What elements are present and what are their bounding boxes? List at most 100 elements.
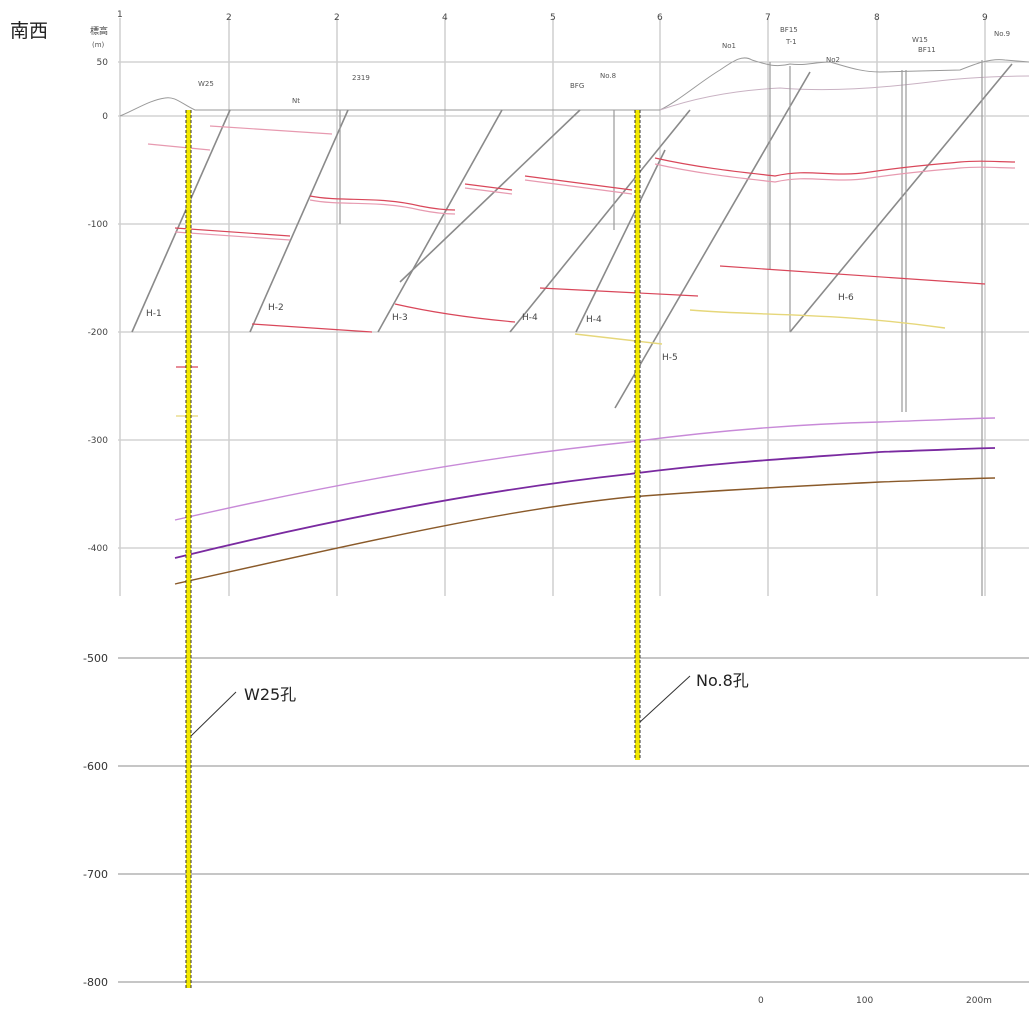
callout-no8: No.8孔 — [639, 671, 749, 723]
fault-label-h4b: H-4 — [586, 315, 602, 325]
fault-h4 — [509, 109, 691, 333]
boreholes-upper — [339, 60, 983, 596]
section-label-2: 2 — [226, 13, 232, 23]
borehole-label-w15: W15 — [912, 36, 928, 44]
borehole-w25-fill — [186, 110, 191, 988]
scale-label-200: 200m — [966, 996, 992, 1006]
borehole-label-w25: W25 — [198, 80, 214, 88]
borehole-no8-fill — [635, 110, 640, 760]
borehole-label-no1: No1 — [722, 42, 736, 50]
borehole-label-no9: No.9 — [994, 30, 1010, 38]
tick-minus-500: -500 — [83, 652, 108, 665]
horizon-red-h1b — [174, 231, 291, 241]
elevation-gridlines-lower — [118, 657, 1029, 983]
fault-label-group: H-1 H-2 H-3 H-4 H-4 H-5 H-6 — [146, 293, 854, 363]
borehole-label-nt: Nt — [292, 97, 300, 105]
scale-label-0: 0 — [758, 996, 764, 1006]
borehole-label-no2: No2 — [826, 56, 840, 64]
fault-label-h2: H-2 — [268, 303, 284, 313]
deep-horizons — [174, 417, 996, 585]
borehole-label-t1: T-1 — [785, 38, 797, 46]
fault-h3 — [377, 109, 503, 333]
callout-no8-leader — [639, 675, 691, 723]
horizon-violet-mid — [174, 447, 996, 559]
callout-w25-label: W25孔 — [244, 685, 296, 704]
horizon-yellow-h4 — [574, 333, 663, 345]
borehole-label-no8: No.8 — [600, 72, 616, 80]
section-line-labels: 1 2 2 4 5 6 7 8 9 — [117, 10, 988, 23]
scale-bar: 0 100 200m — [758, 996, 992, 1006]
section-label-1: 1 — [117, 10, 123, 20]
elevation-tick-labels: 50 0 -100 -200 -300 -400 -500 -600 -700 … — [83, 58, 108, 989]
fault-h1 — [131, 109, 231, 333]
horizon-red-h4-low — [539, 287, 699, 297]
tick-minus-600: -600 — [83, 760, 108, 773]
horizon-violet-upper — [174, 417, 996, 521]
fault-label-h4: H-4 — [522, 313, 538, 323]
fault-h6 — [789, 63, 1013, 333]
ground-surface — [119, 57, 1029, 117]
section-label-6: 6 — [657, 13, 663, 23]
horizon-red-h3b — [464, 187, 513, 195]
fault-label-h3: H-3 — [392, 313, 408, 323]
horizon-red-h1a — [174, 227, 291, 237]
axis-unit: (m) — [92, 41, 105, 49]
borehole-label-bf15: BF15 — [780, 26, 798, 34]
tick-minus-300: -300 — [88, 436, 109, 446]
direction-label: 南西 — [10, 20, 49, 42]
fault-label-h6: H-6 — [838, 293, 854, 303]
topography-line — [119, 57, 1029, 117]
tick-minus-400: -400 — [88, 544, 109, 554]
section-label-4: 4 — [442, 13, 448, 23]
fault-h3b — [399, 109, 581, 283]
yellow-horizons — [574, 309, 946, 345]
borehole-label-bf11: BF11 — [918, 46, 936, 54]
borehole-w25-highlight — [185, 110, 192, 988]
faults — [131, 63, 1013, 409]
borehole-label-bfg: BFG — [570, 82, 584, 90]
section-label-9: 9 — [982, 13, 988, 23]
horizon-red-h5-low — [719, 265, 986, 285]
horizon-red-h3a — [464, 183, 513, 191]
borehole-header-labels: W25 2319 Nt BFG No.8 No1 BF15 T-1 No2 W1… — [198, 26, 1010, 105]
callout-w25: W25孔 — [190, 685, 296, 737]
horizon-brown-lower — [174, 477, 996, 585]
section-lines — [119, 18, 986, 596]
weathering-line — [659, 75, 1029, 111]
horizon-yellow-east — [689, 309, 946, 329]
horizon-red-h3-low — [394, 303, 516, 323]
horizon-red-h2b — [309, 199, 456, 215]
fault-h2 — [249, 109, 349, 333]
fault-label-h5: H-5 — [662, 353, 678, 363]
callout-w25-leader — [190, 691, 237, 737]
fault-h5 — [614, 71, 811, 409]
elevation-gridlines — [118, 61, 1029, 549]
horizon-pink-west — [147, 143, 211, 151]
tick-minus-700: -700 — [83, 868, 108, 881]
horizon-pink-upper — [209, 125, 333, 135]
tick-50: 50 — [97, 58, 109, 68]
horizon-red-h2-low — [251, 323, 373, 333]
axis-title: 標高 — [90, 25, 108, 37]
horizon-red-h3c — [524, 175, 633, 191]
tick-minus-200: -200 — [88, 328, 109, 338]
tick-minus-100: -100 — [88, 220, 109, 230]
section-label-8: 8 — [874, 13, 880, 23]
scale-label-100: 100 — [856, 996, 873, 1006]
fault-label-h1: H-1 — [146, 309, 162, 319]
section-label-7: 7 — [765, 13, 771, 23]
borehole-no8-highlight — [634, 110, 641, 760]
horizon-red-h3d — [524, 179, 633, 195]
horizon-red-east-a — [654, 157, 1016, 177]
fault-h4b — [575, 149, 666, 333]
section-label-5: 5 — [550, 13, 556, 23]
borehole-label-2319: 2319 — [352, 74, 370, 82]
callout-no8-label: No.8孔 — [696, 671, 749, 690]
tick-minus-800: -800 — [83, 976, 108, 989]
red-horizons — [147, 125, 1016, 333]
section-label-2b: 2 — [334, 13, 340, 23]
tick-0: 0 — [102, 112, 108, 122]
horizon-red-h2a — [309, 195, 456, 211]
horizon-red-east-b — [654, 163, 1016, 183]
